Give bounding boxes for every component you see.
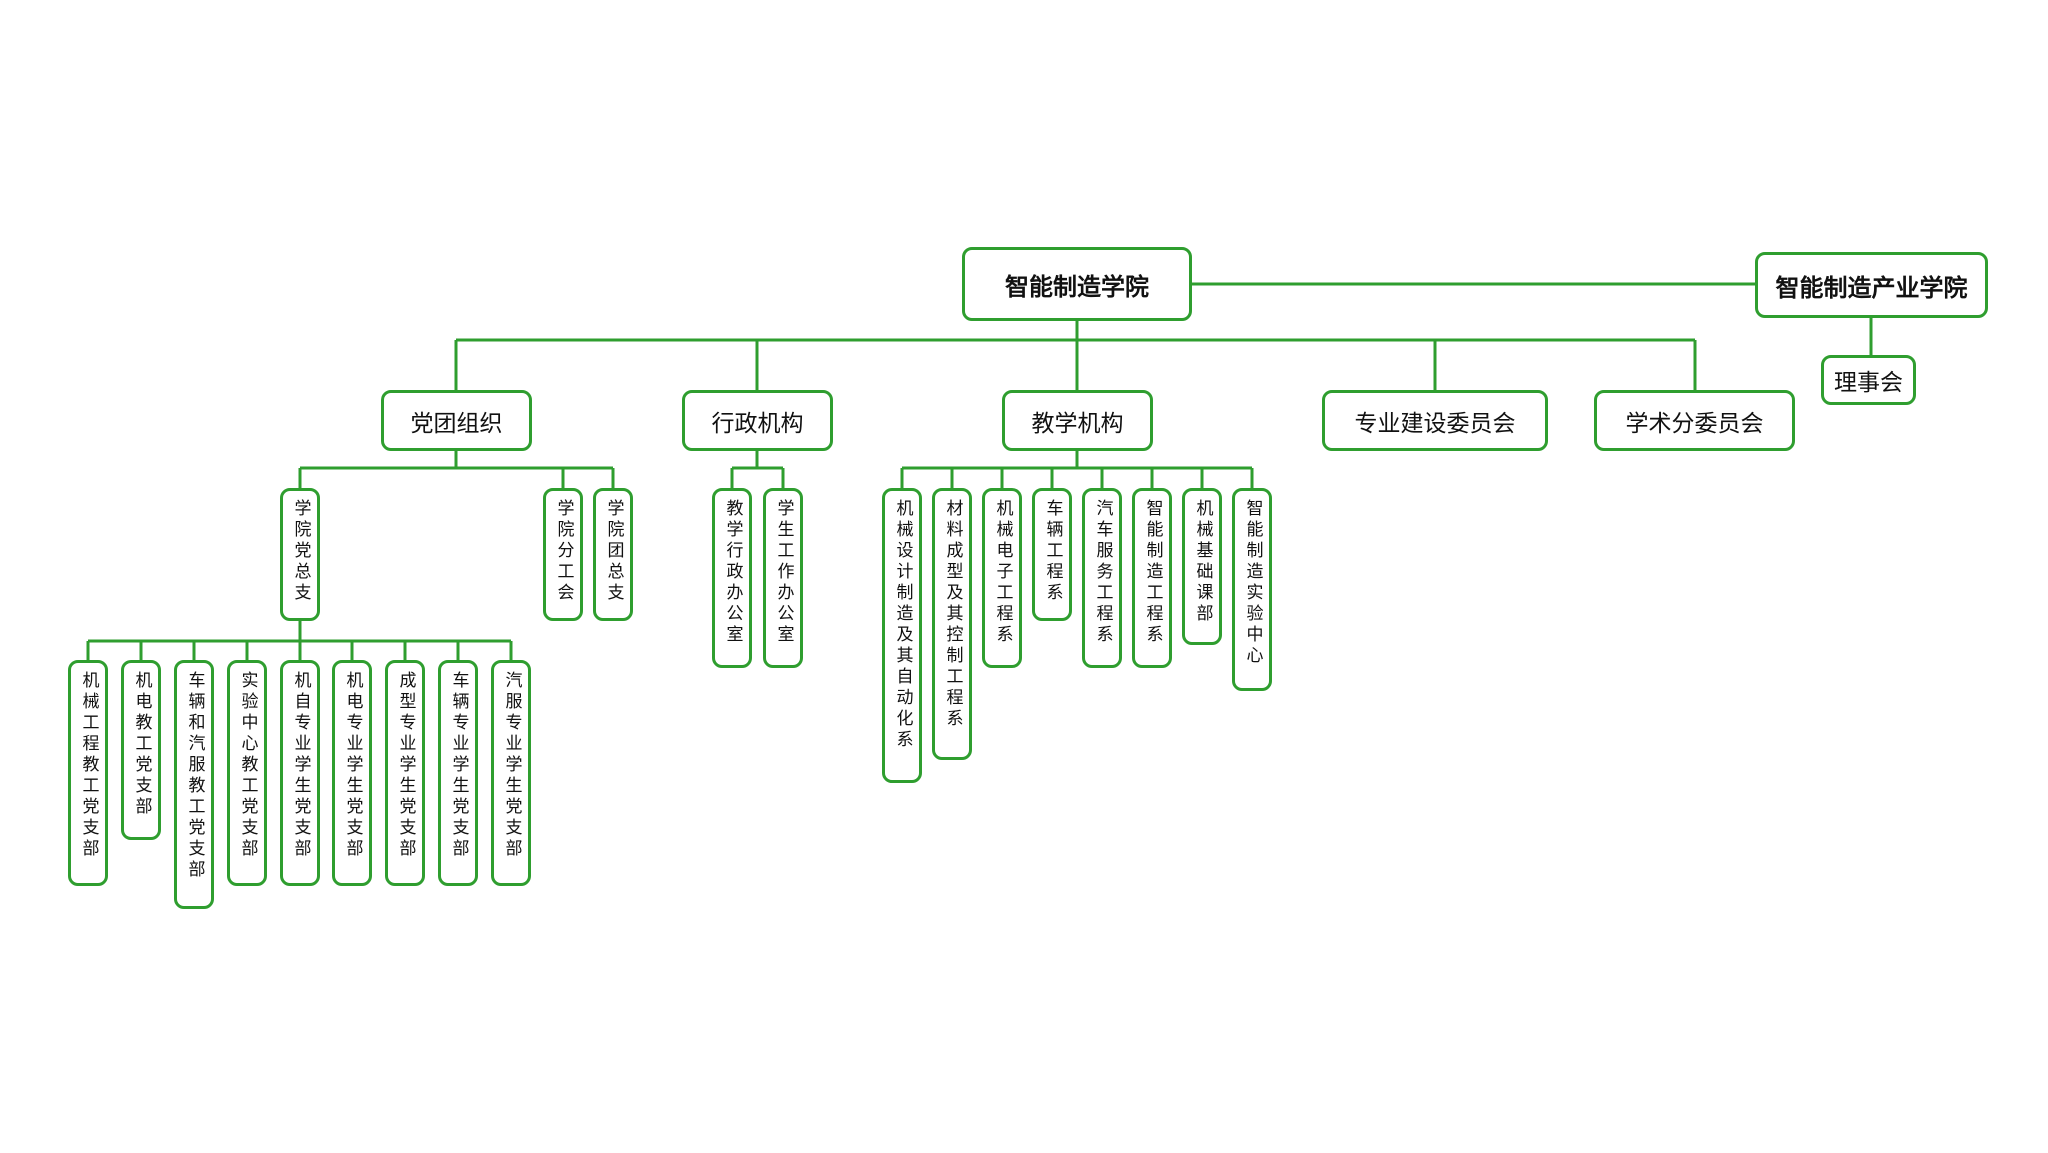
teaching-dept-node[interactable]: 汽车服务工程系 <box>1082 488 1122 668</box>
teaching-dept-node[interactable]: 材料成型及其控制工程系 <box>932 488 972 760</box>
party-group-node[interactable]: 党团组织 <box>381 390 532 451</box>
party-sub-branch-node[interactable]: 机电专业学生党支部 <box>332 660 372 886</box>
party-sub-branch-node[interactable]: 车辆和汽服教工党支部 <box>174 660 214 909</box>
party-sub-branch-node[interactable]: 成型专业学生党支部 <box>385 660 425 886</box>
party-sub-branch-node[interactable]: 汽服专业学生党支部 <box>491 660 531 886</box>
party-sub-branch-node[interactable]: 机械工程教工党支部 <box>68 660 108 886</box>
root-node[interactable]: 智能制造学院 <box>962 247 1192 321</box>
teaching-dept-node[interactable]: 车辆工程系 <box>1032 488 1072 621</box>
council-node[interactable]: 理事会 <box>1821 355 1916 405</box>
party-sub-branch-node[interactable]: 实验中心教工党支部 <box>227 660 267 886</box>
teaching-node[interactable]: 教学机构 <box>1002 390 1153 451</box>
teaching-dept-node[interactable]: 机械电子工程系 <box>982 488 1022 668</box>
teaching-dept-node[interactable]: 智能制造实验中心 <box>1232 488 1272 691</box>
party-sub-branch-node[interactable]: 机自专业学生党支部 <box>280 660 320 886</box>
party-sub-branch-node[interactable]: 机电教工党支部 <box>121 660 161 840</box>
committee-construction-node[interactable]: 专业建设委员会 <box>1322 390 1548 451</box>
admin-node[interactable]: 行政机构 <box>682 390 833 451</box>
teaching-dept-node[interactable]: 机械设计制造及其自动化系 <box>882 488 922 783</box>
party-sub-branch-node[interactable]: 车辆专业学生党支部 <box>438 660 478 886</box>
admin-office-node[interactable]: 教学行政办公室 <box>712 488 752 668</box>
party-other-node[interactable]: 学院分工会 <box>543 488 583 621</box>
teaching-dept-node[interactable]: 机械基础课部 <box>1182 488 1222 645</box>
teaching-dept-node[interactable]: 智能制造工程系 <box>1132 488 1172 668</box>
committee-academic-node[interactable]: 学术分委员会 <box>1594 390 1795 451</box>
admin-office-node[interactable]: 学生工作办公室 <box>763 488 803 668</box>
industry-college-node[interactable]: 智能制造产业学院 <box>1755 252 1988 318</box>
party-branch-node[interactable]: 学院党总支 <box>280 488 320 621</box>
party-other-node[interactable]: 学院团总支 <box>593 488 633 621</box>
